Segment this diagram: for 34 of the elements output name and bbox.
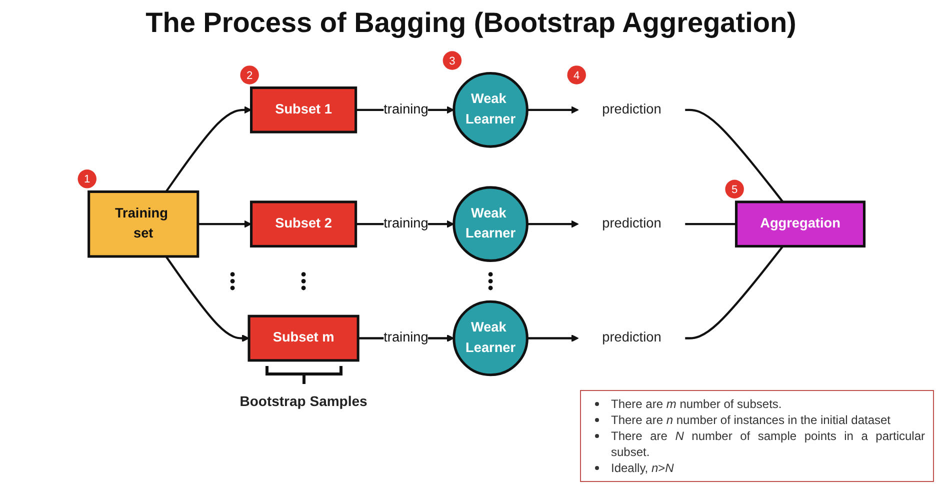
title: The Process of Bagging (Bootstrap Aggregation) [146, 6, 796, 40]
arrow [165, 106, 252, 192]
node-circle: Weak Learner [452, 300, 528, 376]
callout-number: 5 [725, 180, 744, 199]
node-circle: Weak Learner [452, 72, 528, 148]
callout-number: 1 [78, 170, 96, 188]
node-box: Subset 1 [250, 86, 358, 134]
callout-number: 4 [567, 66, 586, 84]
node-box: Subset m [248, 314, 360, 362]
arrow [527, 220, 579, 228]
edge-label: training [384, 102, 428, 117]
bullet-text: There are N number of sample points in a particular subset. [611, 428, 925, 460]
node-text: prediction [602, 330, 662, 346]
bullet-text: There are m number of subsets. [611, 396, 782, 412]
arrow [165, 256, 250, 342]
node-text: prediction [602, 216, 662, 231]
callout-number: 2 [240, 66, 259, 84]
node-box: Subset 2 [250, 200, 358, 248]
callout-number: 3 [442, 51, 462, 70]
node-text: prediction [602, 102, 662, 117]
edge-label: training [384, 216, 428, 231]
node-box: Aggregation [734, 200, 866, 248]
connector [685, 108, 784, 203]
connector [685, 223, 736, 226]
node-circle: Weak Learner [452, 186, 528, 262]
arrow [198, 220, 252, 228]
bracket-label: Bootstrap Samples [240, 393, 368, 410]
bullet-text: There are n number of instances in the initial dataset [611, 412, 891, 428]
arrow [527, 334, 579, 342]
edge-label: training [384, 330, 428, 346]
bullet-text: Ideally, n>N [611, 460, 674, 476]
arrow [527, 106, 579, 114]
node-box: Training set [88, 190, 200, 258]
connector [685, 246, 784, 340]
